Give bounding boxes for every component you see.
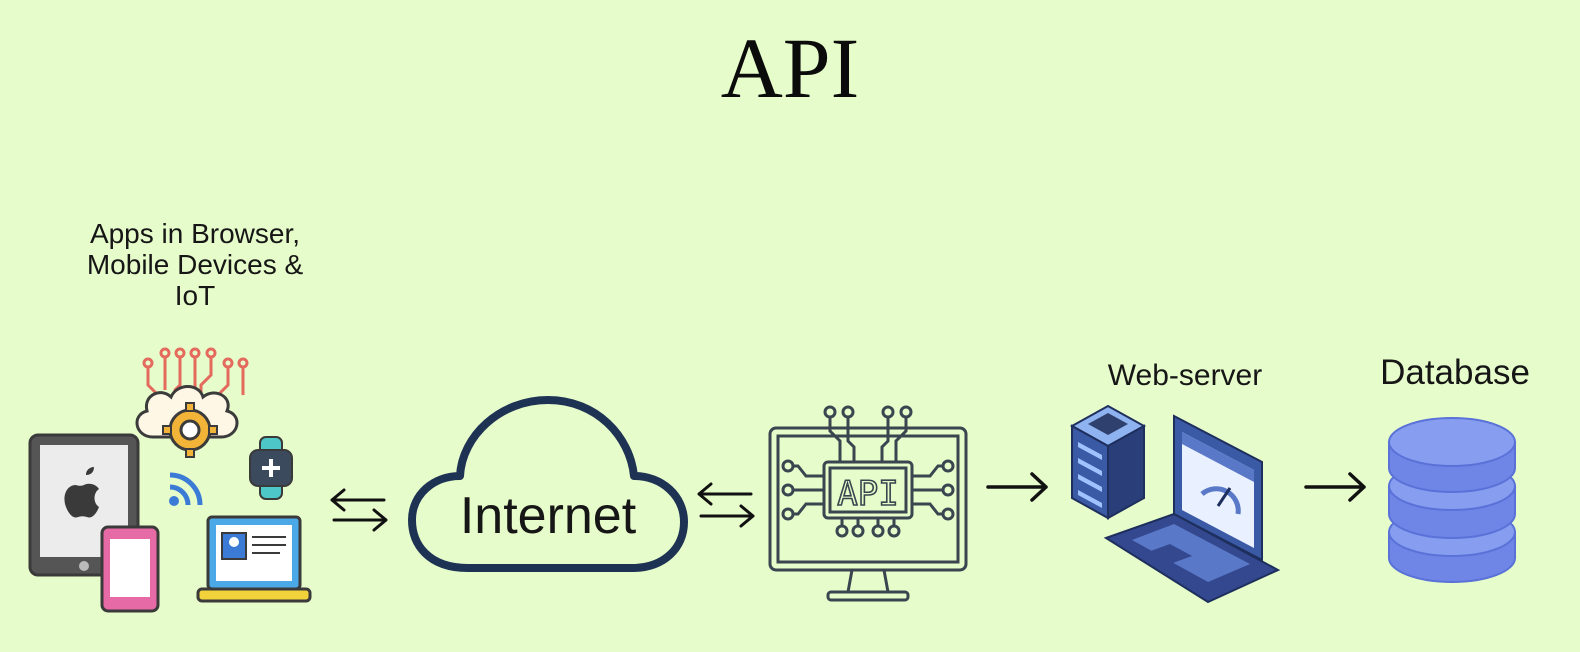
bidirectional-arrow-icon <box>697 482 755 528</box>
forward-arrow-icon <box>1304 472 1366 502</box>
devices-iot-icon <box>28 347 312 613</box>
database-icon <box>1388 417 1516 583</box>
cloud-icon <box>408 396 688 572</box>
api-chip-label: API <box>837 474 898 514</box>
database-label: Database <box>1380 353 1530 392</box>
webserver-label: Web-server <box>1107 359 1263 392</box>
monitor-chip-icon: API <box>768 405 968 602</box>
bidirectional-arrow-icon <box>330 488 388 532</box>
server-laptop-icon <box>1069 404 1281 604</box>
clients-label: Apps in Browser, Mobile Devices & IoT <box>86 218 304 311</box>
diagram-title: API <box>720 20 860 116</box>
internet-label: Internet <box>459 487 637 545</box>
forward-arrow-icon <box>986 472 1048 502</box>
